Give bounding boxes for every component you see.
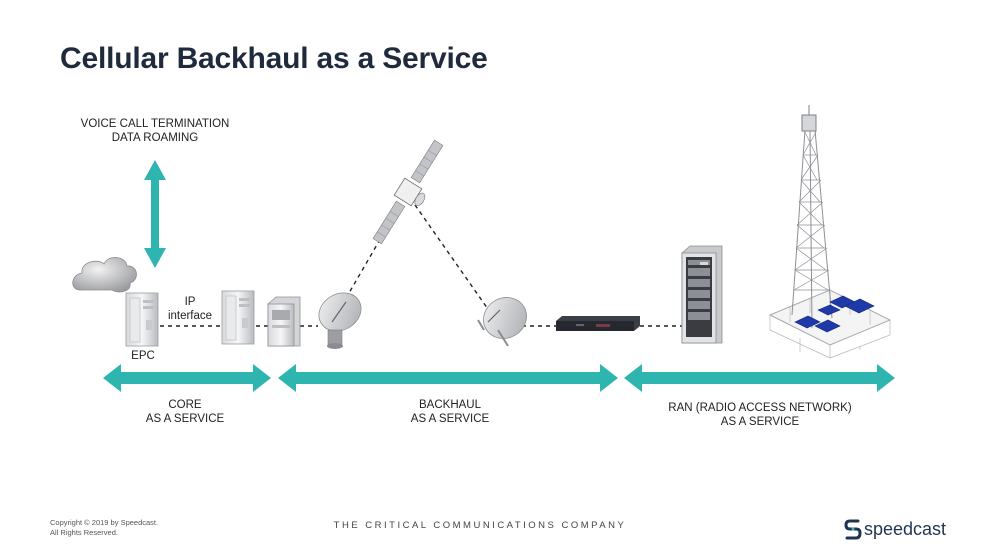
interface-text: interface [167, 310, 213, 322]
speedcast-logo-icon [844, 519, 862, 540]
backhaul-segment-arrow [278, 364, 618, 392]
dashed-links [160, 204, 682, 327]
copyright-notice: Copyright © 2019 by Speedcast. All Right… [50, 518, 158, 538]
epc-server-icon [125, 292, 159, 347]
cloud-icon [72, 257, 137, 293]
core-line2: AS A SERVICE [145, 413, 225, 425]
radio-cabinet-icon [681, 245, 723, 344]
router-icon [556, 316, 640, 331]
core-line1: CORE [168, 399, 202, 411]
backhaul-line2: AS A SERVICE [410, 413, 490, 425]
core-segment-label: CORE AS A SERVICE [110, 398, 260, 426]
company-tagline: THE CRITICAL COMMUNICATIONS COMPANY [333, 520, 627, 531]
data-roaming-text: DATA ROAMING [111, 132, 199, 144]
cell-tower-icon [768, 105, 892, 359]
backhaul-line1: BACKHAUL [419, 399, 481, 411]
voice-data-label: VOICE CALL TERMINATION DATA ROAMING [40, 117, 270, 145]
satellite-icon [372, 139, 444, 245]
backhaul-segment-label: BACKHAUL AS A SERVICE [360, 398, 540, 426]
copyright-line1: Copyright © 2019 by Speedcast. [50, 518, 159, 527]
brand-name: speedcast [864, 519, 947, 539]
ran-segment-label: RAN (RADIO ACCESS NETWORK) AS A SERVICE [640, 401, 880, 429]
speedcast-logo: speedcast [844, 516, 964, 544]
ran-segment-arrow [624, 364, 895, 392]
ip-text: IP [184, 296, 196, 308]
page-title: Cellular Backhaul as a Service [60, 42, 488, 75]
ran-line2: AS A SERVICE [720, 416, 800, 428]
epc-label: EPC [131, 350, 155, 362]
satellite-dish-icon [318, 292, 362, 349]
voice-call-termination-text: VOICE CALL TERMINATION [80, 118, 230, 130]
server-icon [221, 290, 255, 345]
core-segment-arrow [103, 364, 271, 392]
satellite-dish-icon [477, 297, 527, 347]
ran-line1: RAN (RADIO ACCESS NETWORK) [668, 402, 852, 414]
ip-interface-label: IP interface [150, 295, 230, 323]
satellite-modem-icon [267, 296, 301, 347]
copyright-line2: All Rights Reserved. [50, 528, 118, 537]
vertical-double-arrow [144, 160, 166, 268]
